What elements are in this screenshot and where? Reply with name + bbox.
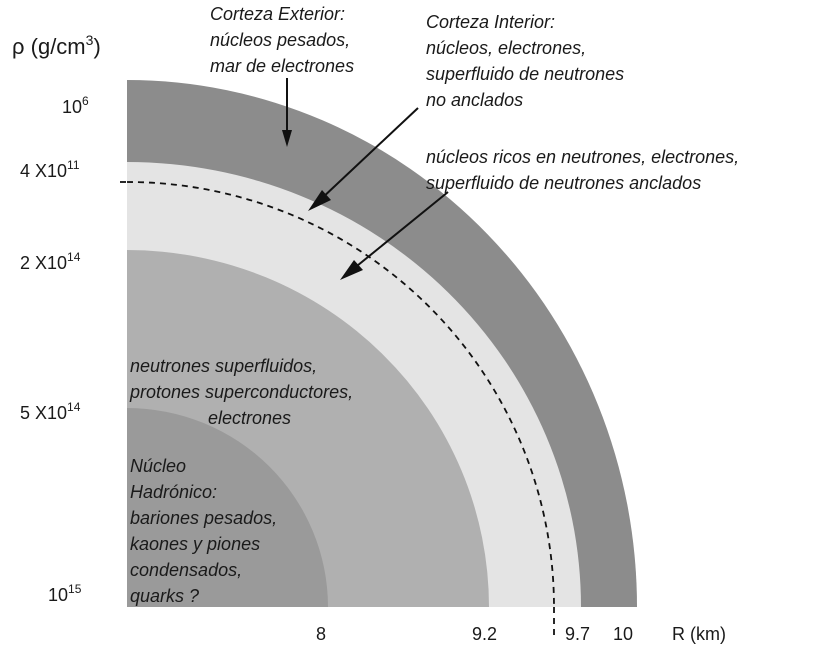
- outer-crust-annotation: Corteza Exterior: núcleos pesados, mar d…: [210, 4, 355, 76]
- x-tick-8: 8: [316, 624, 326, 644]
- arrow-inner-crust-head: [308, 190, 331, 211]
- arrow-pinned: [351, 191, 449, 271]
- outer-core-annotation: neutrones superfluidos, protones superco…: [129, 356, 358, 428]
- y-tick-5: 1015: [48, 582, 82, 605]
- x-tick-9-7: 9.7: [565, 624, 590, 644]
- pinned-superfluid-annotation: núcleos ricos en neutrones, electrones, …: [426, 147, 744, 193]
- y-tick-2: 4 X1011: [20, 158, 80, 181]
- inner-core-annotation: Núcleo Hadrónico: bariones pesados, kaon…: [130, 456, 282, 606]
- inner-crust-annotation: Corteza Interior: núcleos, electrones, s…: [426, 12, 629, 110]
- x-tick-10: 10: [613, 624, 633, 644]
- arrow-inner-crust: [319, 107, 419, 201]
- y-axis-label: ρ (g/cm3): [12, 32, 101, 59]
- y-tick-3: 2 X1014: [20, 250, 81, 273]
- x-axis-label: R (km): [672, 624, 726, 644]
- arrow-pinned-head: [340, 260, 363, 280]
- drip-boundary-dashed: [126, 181, 555, 608]
- y-tick-1: 106: [62, 94, 89, 117]
- y-tick-4: 5 X1014: [20, 400, 81, 423]
- x-tick-9-2: 9.2: [472, 624, 497, 644]
- inner-core-layer: [127, 408, 328, 607]
- arrow-outer-crust-head: [282, 130, 292, 147]
